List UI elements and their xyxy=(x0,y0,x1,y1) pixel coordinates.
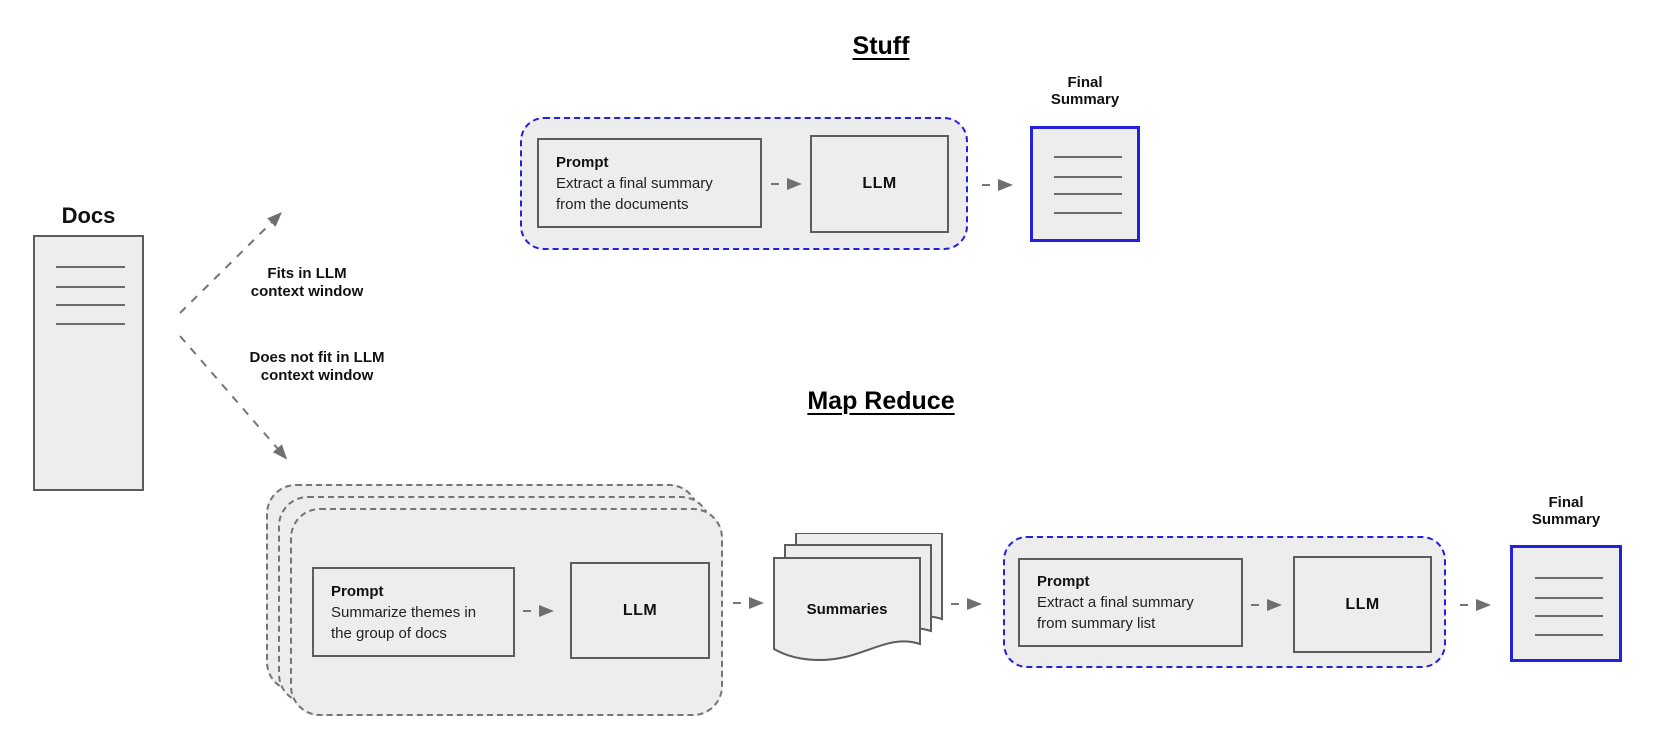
stuff-prompt-box: Prompt Extract a final summary from the … xyxy=(537,138,762,228)
docs-label: Docs xyxy=(61,203,116,228)
map-reduce-title: Map Reduce xyxy=(807,387,955,415)
does-not-fit-branch-label: Does not fit in LLM context window xyxy=(249,349,385,384)
stuff-title: Stuff xyxy=(852,32,910,60)
document-line xyxy=(56,304,125,306)
document-line xyxy=(1054,156,1122,158)
summaries-pages-icon xyxy=(773,533,943,662)
summaries-label: Summaries xyxy=(806,601,888,618)
stuff-prompt-body: Extract a final summary from the documen… xyxy=(556,174,713,213)
document-line xyxy=(1054,212,1122,214)
fits-branch-label: Fits in LLM context window xyxy=(250,265,364,300)
document-line xyxy=(1535,634,1603,636)
summaries-page-front xyxy=(773,557,921,662)
docs-document xyxy=(33,235,144,491)
map-prompt-body: Summarize themes in the group of docs xyxy=(331,603,477,642)
document-line xyxy=(56,323,125,325)
stuff-final-summary-doc xyxy=(1030,126,1140,242)
document-line xyxy=(1535,577,1603,579)
reduce-llm-box: LLM xyxy=(1293,556,1432,653)
reduce-prompt-box: Prompt Extract a final summary from summ… xyxy=(1018,558,1243,647)
stuff-prompt-heading: Prompt xyxy=(556,153,609,171)
document-line xyxy=(1535,597,1603,599)
map-prompt-box: Prompt Summarize themes in the group of … xyxy=(312,567,515,657)
map-prompt-heading: Prompt xyxy=(331,582,384,600)
stuff-llm-box: LLM xyxy=(810,135,949,233)
document-line xyxy=(1535,615,1603,617)
document-line xyxy=(1054,193,1122,195)
document-line xyxy=(1054,176,1122,178)
document-line xyxy=(56,266,125,268)
document-line xyxy=(56,286,125,288)
stuff-final-summary-label: Final Summary xyxy=(1050,74,1120,108)
map-reduce-final-summary-label: Final Summary xyxy=(1531,494,1601,528)
reduce-prompt-heading: Prompt xyxy=(1037,573,1090,590)
reduce-prompt-body: Extract a final summary from summary lis… xyxy=(1037,594,1194,632)
map-llm-box: LLM xyxy=(570,562,710,659)
map-reduce-final-summary-doc xyxy=(1510,545,1622,662)
